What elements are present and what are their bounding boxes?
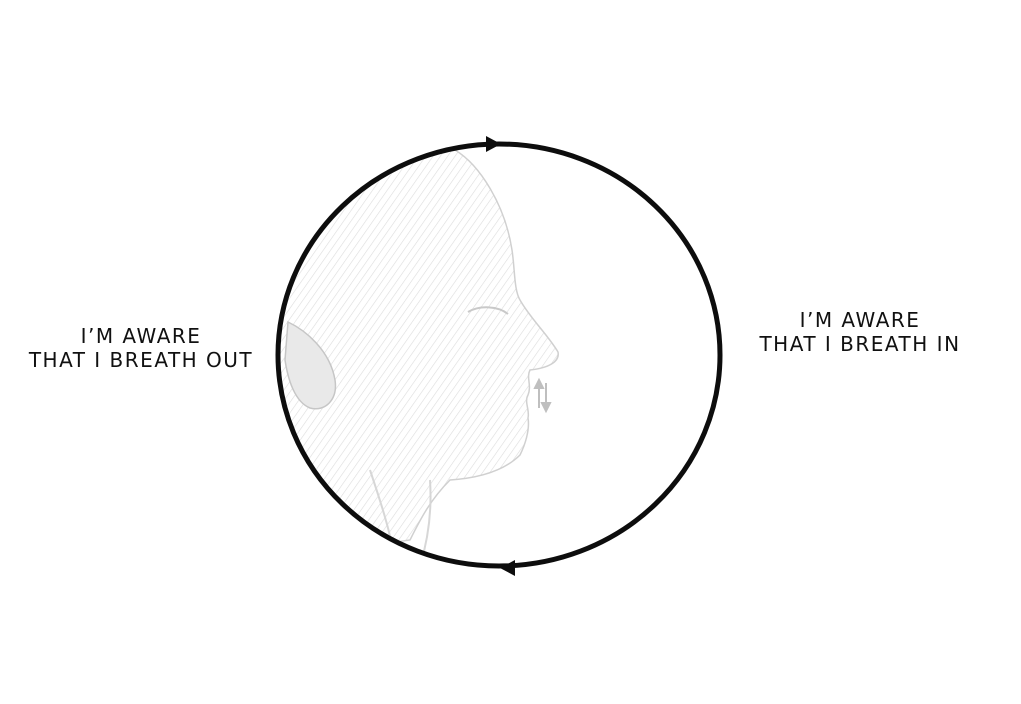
portrait-sketch: [278, 149, 559, 566]
breath-out-label-line1: I’M AWARE: [80, 324, 202, 348]
arrowhead-right-icon: [486, 136, 501, 152]
breath-in-label-line1: I’M AWARE: [799, 308, 921, 332]
breath-in-label: I’M AWARE THAT I BREATH IN: [738, 308, 982, 356]
breath-mark-icon: [533, 377, 552, 414]
breath-out-label: I’M AWARE THAT I BREATH OUT: [10, 324, 272, 372]
arrowhead-left-icon: [500, 560, 515, 576]
head-profile: [278, 149, 559, 561]
breath-out-label-line2: THAT I BREATH OUT: [28, 348, 254, 372]
ear-sketch: [284, 320, 337, 410]
eye-sketch: [467, 306, 509, 315]
breath-in-label-line2: THAT I BREATH IN: [759, 332, 961, 356]
